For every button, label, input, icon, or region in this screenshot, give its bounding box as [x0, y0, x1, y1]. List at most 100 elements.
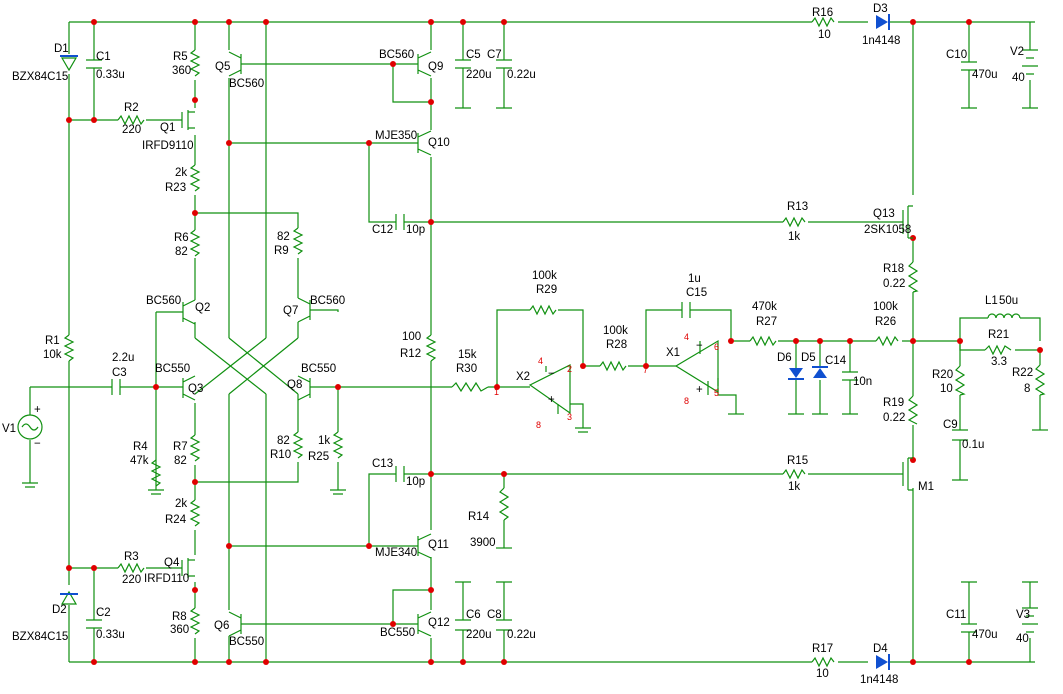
label-C5-ref: C5	[466, 49, 481, 61]
label-Q2-ref: Q2	[195, 302, 210, 314]
label-R20-value: 10	[940, 383, 953, 395]
resistor-R10	[292, 431, 304, 459]
label-Q7-value: BC560	[310, 295, 345, 307]
resistor-R23	[189, 164, 201, 192]
label-C2-ref: C2	[96, 607, 111, 619]
label-C15-ref: C15	[686, 287, 707, 299]
label-V2-ref: V2	[1010, 46, 1024, 58]
label-Q6-ref: Q6	[214, 620, 229, 632]
label-Q10-value: MJE350	[375, 130, 417, 142]
transistor-Q8	[297, 375, 311, 401]
capacitor-C2	[86, 619, 102, 629]
diode-D5	[812, 366, 828, 378]
label-Q12-ref: Q12	[428, 617, 450, 629]
label-D3-value: 1n4148	[862, 35, 900, 47]
label-R18-ref: R18	[883, 263, 904, 275]
label-R10-ref: R10	[270, 449, 291, 461]
label-Q11-value: MJE340	[375, 547, 417, 559]
label-Q5-value: BC560	[229, 78, 264, 90]
label-C10-value: 470u	[972, 69, 998, 81]
resistor-R12	[425, 334, 437, 362]
label-D2-ref: D2	[52, 604, 67, 616]
transistor-Q3	[182, 375, 196, 401]
label-R3-value: 220	[122, 574, 141, 586]
label-R5-ref: R5	[173, 51, 188, 63]
label-C13-value: 10p	[406, 476, 425, 488]
label-R26-ref: R26	[875, 316, 896, 328]
grounds	[22, 107, 1048, 583]
label-L1-ref: L1	[985, 295, 998, 307]
label-R10-value: 82	[277, 435, 290, 447]
resistor-R29	[529, 304, 557, 316]
capacitor-C12	[395, 214, 405, 230]
resistor-R22	[1034, 364, 1046, 396]
label-R4-value: 47k	[130, 455, 149, 467]
resistor-R19	[907, 395, 919, 425]
opamp-X1	[674, 339, 719, 394]
diode-D6	[788, 368, 804, 380]
label-C14-ref: C14	[825, 355, 847, 367]
label-R23-ref: R23	[165, 182, 186, 194]
pin-numbers: 4 2 3 8 1 4 7 6 8 5 − + − + + −	[34, 332, 719, 450]
label-C9-ref: C9	[943, 419, 958, 431]
label-X1-ref: X1	[666, 347, 680, 359]
label-Q1-value: IRFD9110	[142, 140, 194, 152]
capacitor-C6	[455, 581, 471, 631]
label-R6-ref: R6	[174, 232, 189, 244]
label-C8-value: 0.22u	[507, 629, 536, 641]
label-R12-ref: R12	[400, 348, 421, 360]
transistors	[181, 51, 913, 637]
label-C6-value: 220u	[466, 629, 492, 641]
resistor-R15	[782, 468, 806, 480]
label-C15-value: 1u	[688, 273, 701, 285]
label-Q11-ref: Q11	[428, 539, 449, 551]
label-Q1-ref: Q1	[160, 122, 175, 134]
label-C11-value: 470u	[972, 629, 998, 641]
opamp-X2	[528, 364, 571, 415]
transistor-Q12	[417, 611, 432, 637]
zener-diode-D2	[60, 590, 78, 605]
label-R22-ref: R22	[1012, 367, 1033, 379]
label-X2-ref: X2	[516, 371, 530, 383]
label-C13-ref: C13	[372, 458, 393, 470]
capacitor-C9	[952, 429, 968, 481]
resistor-R24	[189, 499, 201, 527]
resistor-R3	[117, 562, 145, 574]
label-R17-ref: R17	[812, 643, 833, 655]
mosfet-Q4	[181, 558, 195, 578]
label-C8-ref: C8	[487, 609, 502, 621]
label-Q2-value: BC560	[146, 295, 181, 307]
zener-diode-D1	[60, 55, 78, 72]
battery-V2	[1022, 49, 1038, 75]
pin-x2-4: 4	[538, 356, 543, 366]
label-R2-ref: R2	[124, 102, 139, 114]
label-R15-value: 1k	[788, 481, 800, 493]
transistor-Q6	[228, 611, 242, 637]
label-C12-ref: C12	[372, 224, 393, 236]
label-R30-value: 15k	[458, 349, 477, 361]
pin-x1-4: 4	[684, 332, 689, 342]
labels: D1 BZX84C15 C1 0.33u R5 360 Q5 BC560 R2 …	[2, 3, 1033, 686]
capacitor-C3	[111, 379, 121, 395]
resistor-R21	[984, 344, 1012, 356]
label-R14-value: 3900	[470, 537, 496, 549]
label-R4-ref: R4	[133, 441, 148, 453]
pin-x2-2: 2	[567, 364, 572, 374]
label-R29-value: 100k	[532, 270, 557, 282]
pin-sign-x1-minus: −	[696, 340, 703, 352]
label-R30-ref: R30	[456, 363, 477, 375]
label-R13-value: 1k	[788, 231, 800, 243]
label-R5-value: 360	[172, 65, 191, 77]
label-V3-ref: V3	[1016, 609, 1030, 621]
capacitor-C14	[842, 371, 858, 415]
label-Q8-ref: Q8	[287, 379, 302, 391]
label-R13-ref: R13	[787, 201, 808, 213]
label-V2-value: 40	[1012, 72, 1025, 84]
label-R22-value: 8	[1024, 383, 1030, 395]
resistor-R6	[189, 229, 201, 257]
diode-D4	[876, 654, 890, 670]
label-R14-ref: R14	[468, 511, 490, 523]
label-Q8-value: BC550	[301, 363, 336, 375]
capacitors	[86, 59, 977, 633]
